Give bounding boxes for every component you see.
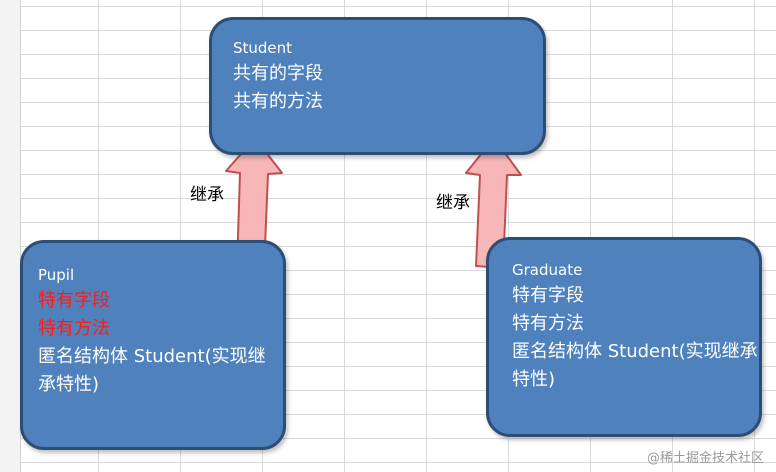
student-shared-methods: 共有的方法 [233,91,323,112]
inherit-label-pupil: 继承 [190,185,224,205]
graduate-own-fields: 特有字段 [512,285,584,306]
pupil-own-methods: 特有方法 [38,318,110,339]
row-header-strip [0,0,21,472]
watermark-text: @稀土掘金技术社区 [646,451,764,466]
graduate-own-methods: 特有方法 [512,313,584,334]
student-title: Student [233,39,293,57]
pupil-title: Pupil [38,266,75,284]
graduate-class-box: Graduate 特有字段 特有方法 匿名结构体 Student(实现继承特性) [486,237,762,437]
pupil-class-box: Pupil 特有字段 特有方法 匿名结构体 Student(实现继承特性) [20,240,286,450]
pupil-own-fields: 特有字段 [38,290,110,311]
inherit-label-graduate: 继承 [436,193,470,213]
pupil-embedded-note: 匿名结构体 Student(实现继承特性) [38,346,266,395]
graduate-title: Graduate [512,261,583,279]
graduate-embedded-note: 匿名结构体 Student(实现继承特性) [512,341,758,390]
student-shared-fields: 共有的字段 [233,63,323,84]
student-class-box: Student 共有的字段 共有的方法 [209,17,546,155]
